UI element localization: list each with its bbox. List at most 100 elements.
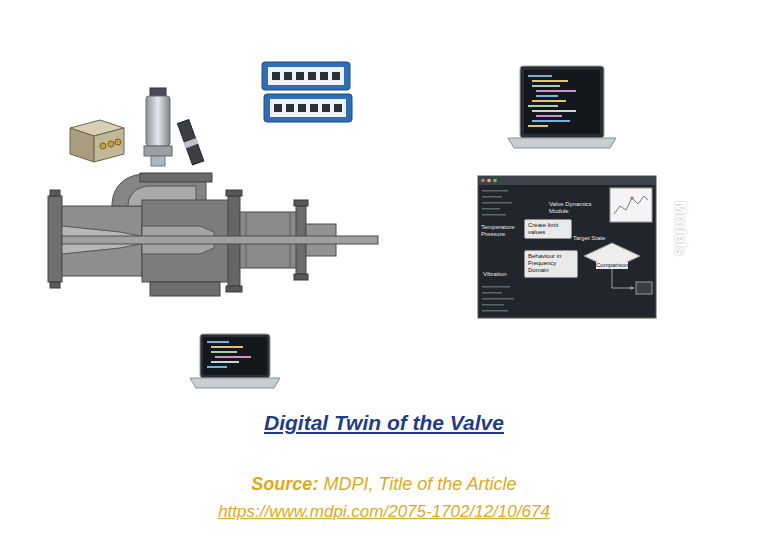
model-screenshot-part [482,310,508,312]
valve-illustration-part [128,186,196,206]
model-screenshot-part [482,214,506,216]
laptop-icon-part [536,90,576,92]
daq-device-part [274,104,282,112]
laptop-icon-part [524,70,600,134]
panel-heading: Sensors [148,57,211,76]
valve-illustration-part [150,282,220,296]
caption-row: Source:MDPI, Title of the Article [0,474,768,495]
daq-device-part [298,104,306,112]
laptop-icon-part [215,356,251,358]
accelerometer-sensor-part [94,128,124,162]
model-screenshot-part [482,286,510,288]
model-screenshot-part [481,179,485,183]
model-screenshot-part [487,179,491,183]
label-holder: Comparison [596,253,628,271]
laptop-icon-part [190,378,280,388]
model-screenshot-part [482,304,504,306]
daq-device-part [334,104,342,112]
valve-illustration [48,173,378,296]
daq-device-part [272,72,280,80]
valve-illustration-part [48,196,62,282]
it-infrastructure-region-outline [48,42,720,396]
laptop-icon-part [200,334,270,378]
label-holder: Temperature Pressure [480,222,522,240]
valve-illustration-part [140,173,212,182]
vibration-probe-part [183,138,198,148]
source-text: MDPI, Title of the Article [323,474,516,495]
pressure-transmitter-part [146,96,170,146]
laptop-icon-part [528,105,558,107]
sensor-arrows-part [97,82,258,118]
daq-device-part [308,72,316,80]
valve-illustration-part [112,174,206,206]
vibration-probe-part [177,120,203,165]
it-infrastructure-region: IT InfrastructureModels [48,42,720,396]
valve-illustration-part [296,206,306,274]
laptop-icon-part [532,85,560,87]
label-holder: Vibration [482,262,508,280]
laptop-icon-part [211,346,243,348]
valve-illustration-part [294,274,308,280]
daq-device-part [262,62,350,90]
model-screenshot-part [482,298,514,300]
laptop-icon-part [211,361,239,363]
diagram-title: Digital Twin of the Valve [264,411,504,435]
label-holder: Target State [572,226,606,244]
flowchart-box-label: Create limit values [524,219,572,239]
valve-illustration-part [226,190,242,196]
valve-illustration-part [228,196,240,286]
label-holder: Behaviour in Frequency Domain [524,250,578,278]
region-shape [48,42,720,396]
text-holder: IT Infrastructure [378,57,501,76]
data-flow-arrows-part [354,105,504,107]
model-screenshot-part [482,190,508,192]
daq-device-part [296,72,304,80]
accelerometer-sensor-part [100,143,106,149]
model-screenshot-part [482,208,500,210]
model-screenshot-part [478,176,656,185]
input-signal-label: Temperature Pressure [480,223,522,239]
label-holder: Valve Dynamics Module [548,199,602,217]
model-screenshot-part [482,202,512,204]
laptop-icon-part [508,138,616,148]
vibration-probe [177,119,205,165]
laptop-icon-part [532,80,568,82]
daq-device-part [270,99,346,117]
daq-device-part [322,104,330,112]
laptop-icon-part [536,95,558,97]
text-holder: Sensors [148,57,211,76]
data-flow-arrows [276,106,572,360]
valve-illustration-part [240,212,298,268]
valve-illustration-part [62,206,142,276]
laptop-icon [508,66,616,148]
laptop-icon-part [536,115,562,117]
panel-shape [48,42,310,172]
daq-device-part [320,72,328,80]
laptop-icon-part [203,337,267,375]
valve-illustration-part [226,286,242,292]
sensor-arrows-part [172,103,260,105]
model-screenshot-part [614,196,648,214]
valve-illustration-part [50,190,60,196]
valve-illustration-part [306,224,336,256]
text-holder: Models [653,219,708,238]
sensor-arrows-part [199,116,262,120]
laptop-icon-part [528,75,552,77]
title-row: Digital Twin of the Valve [0,411,768,435]
laptop-icon-part [520,66,604,138]
label-holder: Create limit values [524,219,572,239]
laptop-icon-part [528,125,548,127]
valve-illustration-part [142,200,230,282]
model-screenshot-part [630,196,633,199]
model-screenshot-part [636,282,652,294]
laptop-icon [190,334,280,388]
daq-device-part [264,94,352,122]
model-screenshot [478,176,656,318]
accelerometer-sensor-part [115,139,121,145]
daq-device-part [310,104,318,112]
model-screenshot-part [612,269,634,288]
source-link: https://www.mdpi.com/2075-1702/12/10/674 [218,502,550,522]
valve-illustration-part [246,212,247,268]
decision-label: Comparison [596,262,628,269]
